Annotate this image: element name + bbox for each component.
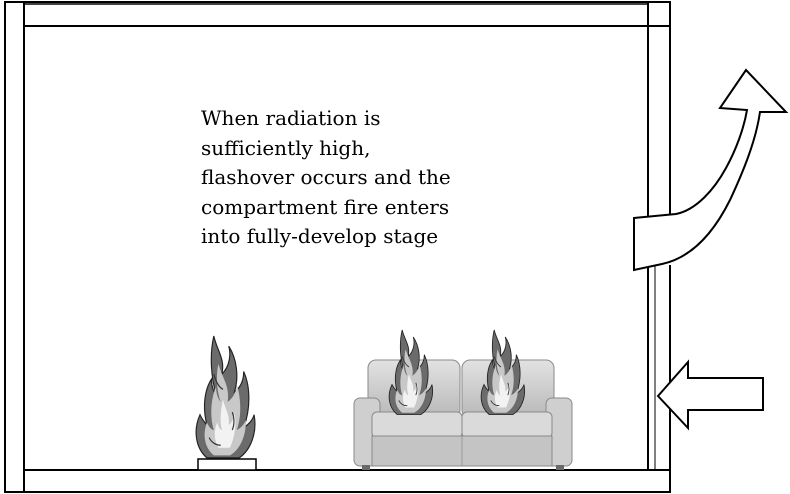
flame-on-fuel-item — [195, 335, 256, 459]
fuel-item — [197, 458, 257, 471]
flame-on-sofa-left — [388, 329, 434, 415]
left-wall — [4, 1, 25, 493]
flame-on-sofa-right — [480, 329, 526, 415]
ceiling — [4, 1, 671, 27]
sofa — [353, 359, 573, 470]
hot-gas-outflow-arrow — [633, 68, 789, 272]
flashover-caption: When radiation is sufficiently high, fla… — [201, 106, 451, 248]
fresh-air-inflow-arrow — [656, 359, 764, 431]
floor — [4, 469, 671, 493]
